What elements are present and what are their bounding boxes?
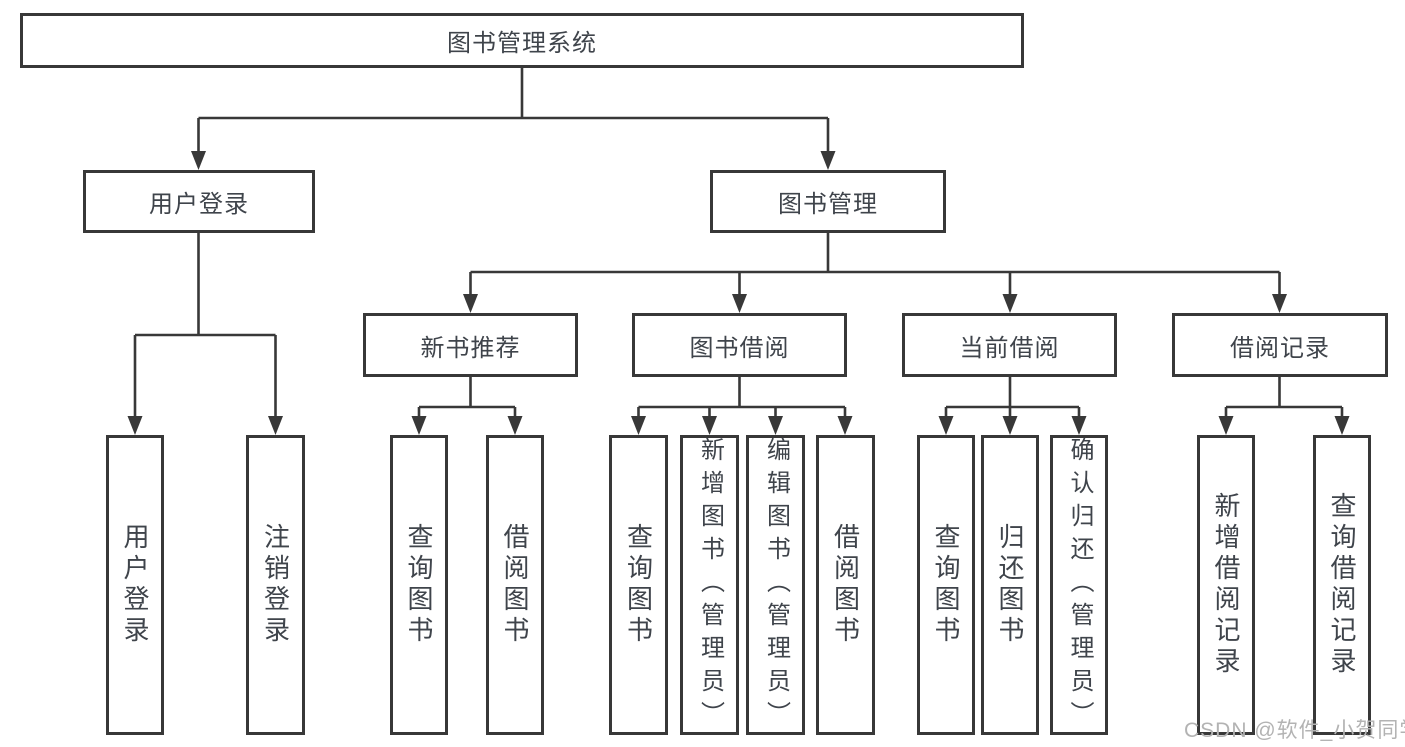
node-label: 用户登录 xyxy=(120,523,150,647)
node-add-book-admin: 新增图书（管理员） xyxy=(680,435,739,735)
node-borrow-books-recommend: 借阅图书 xyxy=(486,435,544,735)
arrow-heads xyxy=(127,151,1350,435)
node-query-books-current: 查询图书 xyxy=(917,435,975,735)
node-label: 借阅图书 xyxy=(830,523,861,647)
node-borrow-books-leaf: 借阅图书 xyxy=(816,435,875,735)
node-label: 查询图书 xyxy=(931,523,961,647)
node-label: 查询图书 xyxy=(404,523,434,647)
node-label: 查询借阅记录 xyxy=(1327,492,1357,678)
node-query-books-borrowing: 查询图书 xyxy=(609,435,668,735)
node-label: 当前借阅 xyxy=(959,334,1060,362)
node-user-login-leaf: 用户登录 xyxy=(106,435,164,735)
node-library-system: 图书管理系统 xyxy=(20,13,1024,68)
node-logout-login-leaf: 注销登录 xyxy=(246,435,305,735)
node-query-books-recommend: 查询图书 xyxy=(390,435,448,735)
node-new-book-recommend: 新书推荐 xyxy=(363,313,578,377)
node-book-management: 图书管理 xyxy=(710,170,946,233)
node-edit-book-admin: 编辑图书（管理员） xyxy=(746,435,805,735)
node-label: 归还图书 xyxy=(995,523,1025,647)
node-label: 新书推荐 xyxy=(420,334,521,362)
node-label: 图书管理系统 xyxy=(447,30,597,57)
node-label: 用户登录 xyxy=(149,191,249,218)
node-user-login-group: 用户登录 xyxy=(83,170,315,233)
node-return-books: 归还图书 xyxy=(981,435,1039,735)
node-book-borrowing: 图书借阅 xyxy=(632,313,847,377)
node-borrowing-records: 借阅记录 xyxy=(1172,313,1388,377)
node-label: 新增借阅记录 xyxy=(1211,492,1241,678)
node-current-borrowing: 当前借阅 xyxy=(902,313,1117,377)
node-add-borrow-record: 新增借阅记录 xyxy=(1197,435,1255,735)
csdn-watermark: CSDN @软件_小贺同学 xyxy=(1184,719,1405,742)
node-label: 借阅图书 xyxy=(500,523,530,647)
node-label: 确认归还（管理员） xyxy=(1066,436,1093,734)
node-label: 新增图书（管理员） xyxy=(696,436,724,734)
node-label: 借阅记录 xyxy=(1230,334,1330,362)
node-label: 图书管理 xyxy=(778,191,878,218)
node-label: 查询图书 xyxy=(623,523,654,647)
node-label: 编辑图书（管理员） xyxy=(762,436,790,734)
node-query-borrow-record: 查询借阅记录 xyxy=(1313,435,1371,735)
node-label: 注销登录 xyxy=(260,523,291,647)
node-label: 图书借阅 xyxy=(689,334,790,362)
node-confirm-return-admin: 确认归还（管理员） xyxy=(1050,435,1108,735)
